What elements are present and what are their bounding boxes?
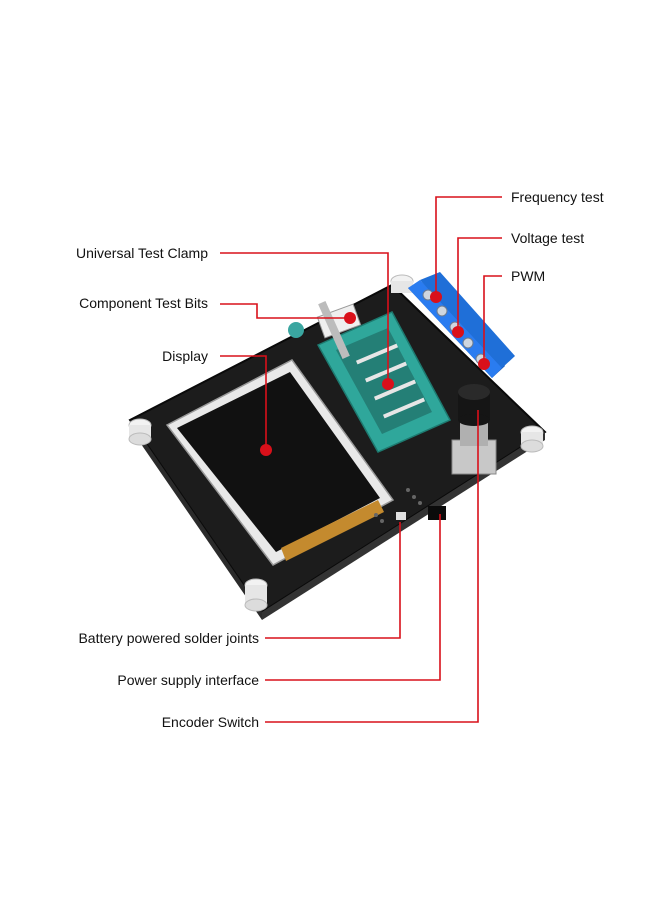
display-flex-strip — [281, 500, 384, 561]
label-encoder-switch: Encoder Switch — [161, 714, 259, 730]
label-universal-test-clamp: Universal Test Clamp — [75, 245, 208, 261]
dot-display — [260, 444, 272, 456]
callout-lines — [220, 196, 502, 723]
leader-power-supply — [265, 514, 441, 681]
leader-pwm — [483, 275, 502, 362]
dot-component-test-bits — [344, 312, 356, 324]
label-battery-solder-joints: Battery powered solder joints — [78, 630, 259, 646]
standoff-top — [390, 274, 414, 293]
dot-voltage-test — [452, 326, 464, 338]
dot-pwm — [478, 358, 490, 370]
solder-pad — [396, 512, 406, 520]
display-screen — [177, 372, 380, 552]
dot-universal-test-clamp — [382, 378, 394, 390]
dot-frequency-test — [430, 291, 442, 303]
label-component-test-bits: Component Test Bits — [79, 295, 208, 311]
component-test-bead — [288, 322, 304, 338]
leader-display — [220, 355, 267, 448]
label-pwm: PWM — [511, 268, 546, 284]
leader-component-test-bits — [220, 303, 347, 319]
label-voltage-test: Voltage test — [511, 230, 585, 246]
pcb-edge-right — [262, 432, 545, 620]
label-power-supply-interface: Power supply interface — [117, 672, 259, 688]
standoff-left — [128, 418, 152, 446]
leader-battery — [265, 522, 401, 639]
standoff-right — [520, 425, 544, 453]
callout-dots — [260, 291, 490, 456]
pcb-edge — [130, 420, 262, 620]
leader-encoder-switch — [265, 410, 479, 723]
label-display: Display — [162, 348, 208, 364]
leader-frequency-test — [435, 196, 502, 293]
leader-voltage-test — [457, 237, 502, 330]
rotary-encoder — [451, 384, 497, 475]
power-jack — [428, 506, 446, 520]
label-frequency-test: Frequency test — [511, 189, 604, 205]
standoff-bottom — [244, 578, 268, 612]
leader-universal-test-clamp — [220, 252, 389, 382]
pcb-holes — [374, 488, 422, 523]
